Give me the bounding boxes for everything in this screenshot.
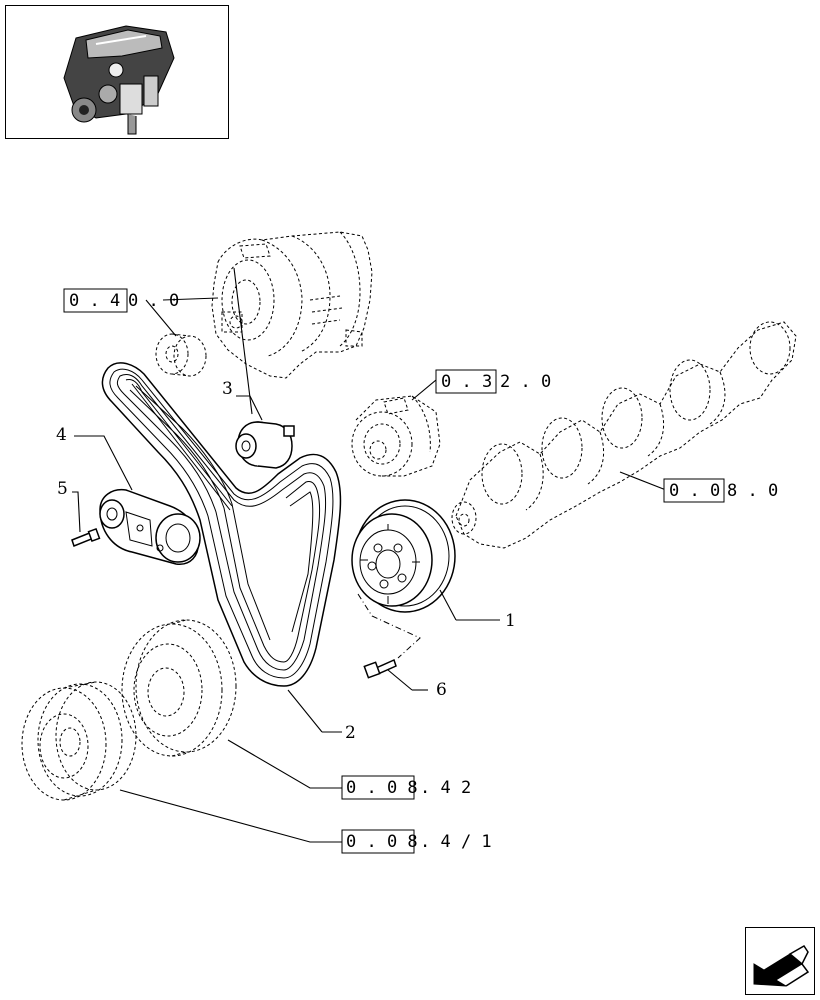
callout-4: 4 [56, 425, 67, 445]
alternator-reference-drawing [211, 231, 373, 379]
previous-page-arrow-icon [753, 945, 810, 987]
engine-thumbnail-icon [63, 25, 175, 135]
reference-link-0320[interactable]: 0 . 3 2 . 0 [435, 369, 551, 394]
reference-link-0400[interactable]: 0 . 4 0 . 0 [63, 288, 179, 313]
leader-lines [72, 267, 667, 843]
reference-boxed-text: 0 . 0 [669, 481, 720, 501]
reference-rest-text: . 4 / 1 [420, 832, 492, 852]
tensioner-bolt [71, 527, 101, 547]
crankshaft-reference [451, 321, 797, 549]
reference-rest-text: 0 . 0 [128, 291, 179, 311]
callout-2: 2 [345, 723, 356, 743]
callout-5: 5 [57, 479, 68, 499]
alternator-pulley-spacer [155, 333, 207, 377]
engine-thumbnail [5, 5, 229, 139]
reference-link-00841[interactable]: 0 . 0 8 . 4 / 1 [341, 829, 492, 854]
callout-1: 1 [505, 611, 516, 631]
reference-rest-text: . 4 2 [420, 778, 471, 798]
callout-3: 3 [222, 379, 233, 399]
poly-v-belt [101, 362, 342, 687]
belt-tensioner [99, 488, 201, 565]
water-pump-pulley-reference [351, 395, 441, 477]
previous-page-button[interactable] [745, 927, 815, 995]
reference-rest-text: 2 . 0 [500, 372, 551, 392]
auxiliary-pulley-reference [21, 681, 137, 801]
reference-boxed-text: 0 . 0 8 [346, 832, 418, 852]
reference-boxed-text: 0 . 0 8 [346, 778, 418, 798]
reference-boxed-text: 0 . 4 [69, 291, 120, 311]
vibration-damper-reference [121, 619, 237, 757]
idler-pulley [235, 421, 295, 469]
reference-link-0080[interactable]: 0 . 0 8 . 0 [663, 478, 778, 503]
reference-rest-text: 8 . 0 [727, 481, 778, 501]
pulley-bolt [363, 658, 397, 679]
reference-link-00842[interactable]: 0 . 0 8 . 4 2 [341, 775, 471, 800]
assembly-axis-line [357, 593, 421, 659]
reference-boxed-text: 0 . 3 [441, 372, 492, 392]
callout-6: 6 [436, 680, 447, 700]
crankshaft-pulley [351, 499, 456, 613]
